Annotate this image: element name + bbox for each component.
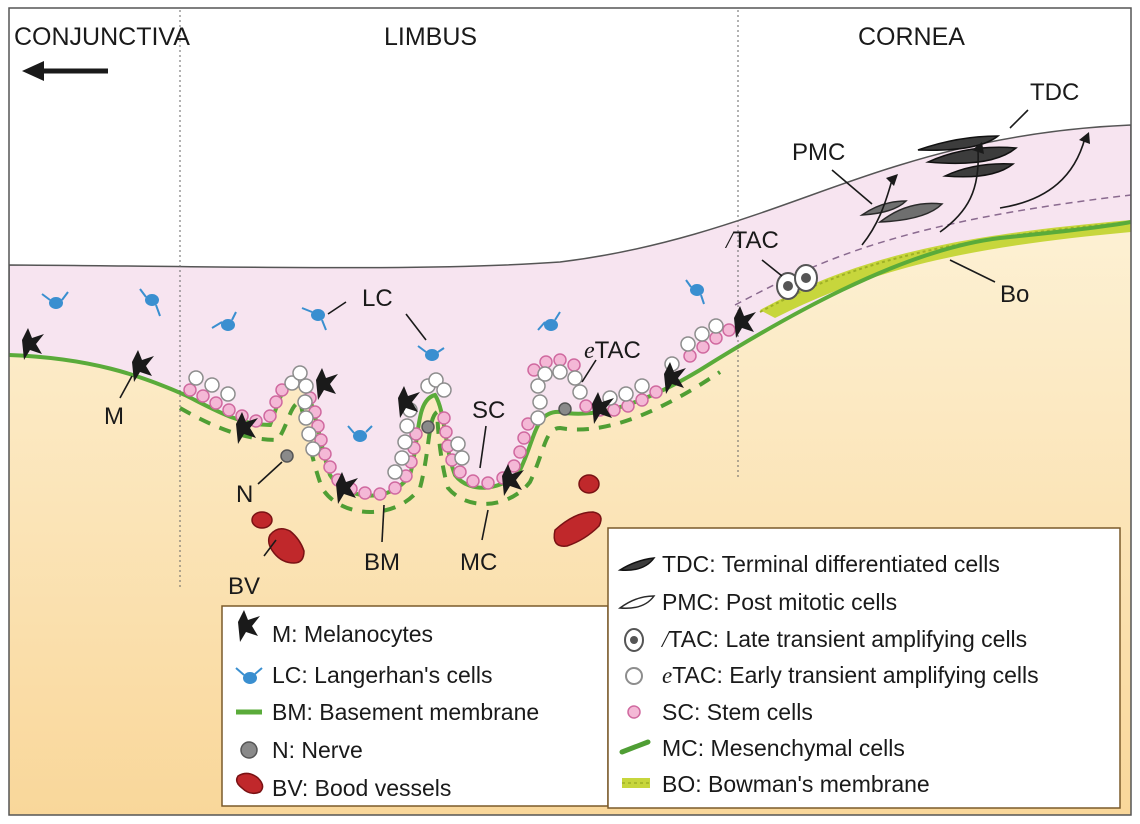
region-cornea: CORNEA xyxy=(858,23,965,51)
label-bm: BM xyxy=(364,549,400,576)
legend-item-late-tac: /TAC: Late transient amplifying cells xyxy=(660,626,1027,652)
blood-vessels xyxy=(251,474,602,564)
region-limbus: LIMBUS xyxy=(384,23,477,51)
legend-item-melanocytes: M: Melanocytes xyxy=(272,621,433,647)
nerve-cells xyxy=(280,402,572,463)
label-late-tac: /TAC xyxy=(724,227,779,254)
legend-item-bowman: BO: Bowman's membrane xyxy=(662,771,930,797)
label-pmc: PMC xyxy=(792,139,845,166)
migration-arrows xyxy=(861,137,1086,246)
label-lc: LC xyxy=(362,285,393,312)
label-bo: Bo xyxy=(1000,281,1029,308)
legend-item-tdc: TDC: Terminal differentiated cells xyxy=(662,551,1000,577)
mesenchymal-cells xyxy=(179,370,722,514)
label-n: N xyxy=(236,481,253,508)
terminal-differentiated-cells xyxy=(917,135,1018,178)
langerhans-cells xyxy=(41,279,705,442)
label-tdc: TDC xyxy=(1030,79,1079,106)
early-tac-cells xyxy=(188,318,724,480)
legend-item-blood-vessels: BV: Bood vessels xyxy=(272,775,451,801)
melanocytes xyxy=(22,306,756,504)
mesenchymal-cell-icon xyxy=(619,739,651,755)
legend-item-basement-membrane: BM: Basement membrane xyxy=(272,699,539,725)
late-tac-cells xyxy=(776,264,818,300)
legend-item-early-tac: eTAC: Early transient amplifying cells xyxy=(662,662,1039,688)
stem-cell-icon xyxy=(627,705,641,719)
label-mc: MC xyxy=(460,549,497,576)
label-pointers xyxy=(119,109,1029,557)
tdc-cell-icon xyxy=(617,557,656,571)
label-sc: SC xyxy=(472,397,505,424)
conjunctiva-direction-arrow xyxy=(22,61,108,81)
nerve-icon xyxy=(240,741,258,759)
langerhans-cell-icon xyxy=(235,667,263,684)
legend-left: M: Melanocytes LC: Langerhan's cells BM:… xyxy=(221,605,609,807)
legend-item-nerve: N: Nerve xyxy=(272,737,363,763)
pmc-cell-icon xyxy=(617,595,656,609)
bowman-membrane-icon xyxy=(622,778,650,788)
label-early-tac: eTAC xyxy=(584,337,641,364)
legend-item-stem-cells: SC: Stem cells xyxy=(662,699,813,725)
melanocyte-icon xyxy=(238,610,260,642)
legend-item-langerhans: LC: Langerhan's cells xyxy=(272,662,492,688)
label-bv: BV xyxy=(228,573,260,600)
label-m: M xyxy=(104,403,124,430)
ltac-cell-icon xyxy=(624,628,644,652)
post-mitotic-cells xyxy=(859,200,944,223)
legend-right: TDC: Terminal differentiated cells PMC: … xyxy=(607,527,1121,809)
diagram-frame xyxy=(8,7,1132,816)
region-conjunctiva: CONJUNCTIVA xyxy=(14,23,190,51)
legend-item-pmc: PMC: Post mitotic cells xyxy=(662,589,897,615)
blood-vessel-icon xyxy=(235,772,264,795)
legend-item-mesenchymal: MC: Mesenchymal cells xyxy=(662,735,905,761)
bowman-membrane xyxy=(760,220,1131,318)
etac-cell-icon xyxy=(625,667,643,685)
